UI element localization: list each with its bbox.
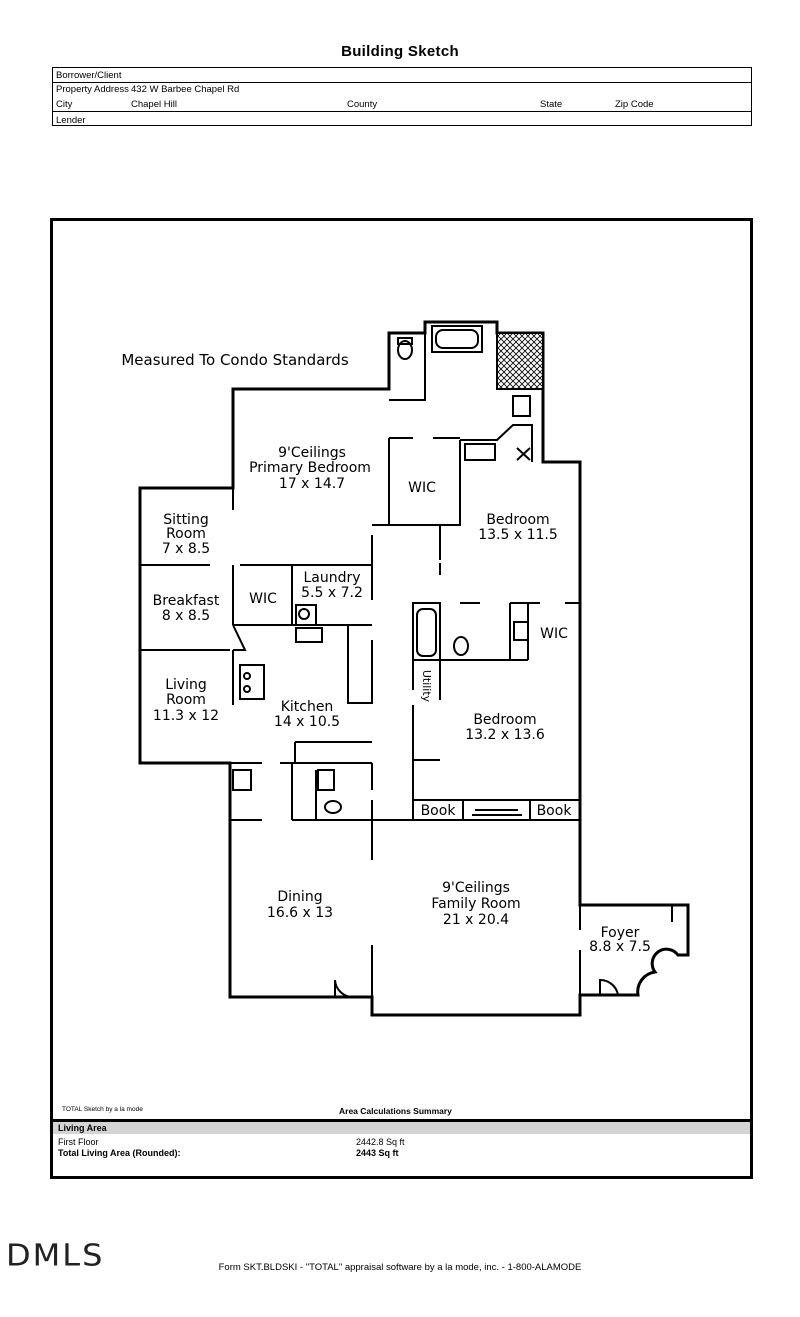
property-header-table: Borrower/Client Property Address 432 W B… [52,67,752,126]
lender-label: Lender [56,115,86,126]
city-label: City [56,99,73,110]
wic-laundry-label: WIC [249,591,277,607]
sketch-frame [50,218,753,1179]
exterior-walls [138,320,690,1017]
first-floor-value: 2442.8 Sq ft [356,1137,405,1147]
family-room-ceiling: 9'Ceilings [442,880,510,896]
primary-bedroom-name: Primary Bedroom [249,460,371,476]
kitchen-name: Kitchen [281,699,334,715]
primary-bedroom-ceiling: 9'Ceilings [278,445,346,461]
bedroom-2-dims: 13.2 x 13.6 [465,727,545,743]
measurement-note: Measured To Condo Standards [121,351,348,369]
book-left-label: Book [421,803,457,819]
living-room-name-1: Living [165,677,207,693]
kitchen-dims: 14 x 10.5 [274,714,340,730]
bedroom-2-name: Bedroom [473,712,536,728]
interior-walls [140,325,673,1015]
summary-section-band [53,1122,750,1134]
county-label: County [347,99,378,110]
sketch-credit: TOTAL Sketch by a la mode [62,1106,143,1113]
borrower-row: Borrower/Client [53,68,751,83]
zip-label: Zip Code [615,99,654,110]
sitting-room-dims: 7 x 8.5 [162,541,210,557]
living-room-dims: 11.3 x 12 [153,708,219,724]
breakfast-name: Breakfast [153,593,220,609]
primary-bedroom-dims: 17 x 14.7 [279,476,345,492]
borrower-label: Borrower/Client [56,70,122,81]
wic-bedroom-label: WIC [540,626,568,642]
city-value: Chapel Hill [131,99,177,110]
page-title: Building Sketch [341,43,459,60]
breakfast-dims: 8 x 8.5 [162,608,210,624]
dmls-logo: DMLS [6,1236,105,1274]
room-labels: Measured To Condo Standards 9'Ceilings P… [121,351,651,955]
sitting-room-name-2: Room [166,526,206,542]
wic-primary-label: WIC [408,480,436,496]
dining-dims: 16.6 x 13 [267,905,333,921]
city-row: City Chapel Hill County State Zip Code [53,97,751,112]
total-area-value: 2443 Sq ft [356,1148,399,1158]
laundry-name: Laundry [303,570,360,586]
foyer-dims: 8.8 x 7.5 [589,939,651,955]
total-area-label: Total Living Area (Rounded): [58,1148,181,1158]
first-floor-label: First Floor [58,1137,99,1147]
address-label: Property Address [56,84,129,95]
dining-name: Dining [277,889,322,905]
book-right-label: Book [537,803,573,819]
sitting-room-name-1: Sitting [163,512,208,528]
family-room-dims: 21 x 20.4 [443,912,509,928]
area-summary-table: Living Area First Floor 2442.8 Sq ft Tot… [53,1119,750,1176]
bedroom-1-dims: 13.5 x 11.5 [478,527,558,543]
address-value: 432 W Barbee Chapel Rd [131,84,240,95]
form-footer: Form SKT.BLDSKI - "TOTAL" appraisal soft… [218,1262,582,1273]
bedroom-1-name: Bedroom [486,512,549,528]
family-room-name: Family Room [431,896,520,912]
state-label: State [540,99,563,110]
summary-section-label: Living Area [58,1123,107,1133]
utility-label: Utility [420,670,433,703]
summary-title: Area Calculations Summary [339,1106,452,1116]
foyer-name: Foyer [601,925,640,941]
laundry-dims: 5.5 x 7.2 [301,585,363,601]
living-room-name-2: Room [166,692,206,708]
lender-row: Lender [53,113,751,127]
address-row: Property Address 432 W Barbee Chapel Rd [53,82,751,96]
